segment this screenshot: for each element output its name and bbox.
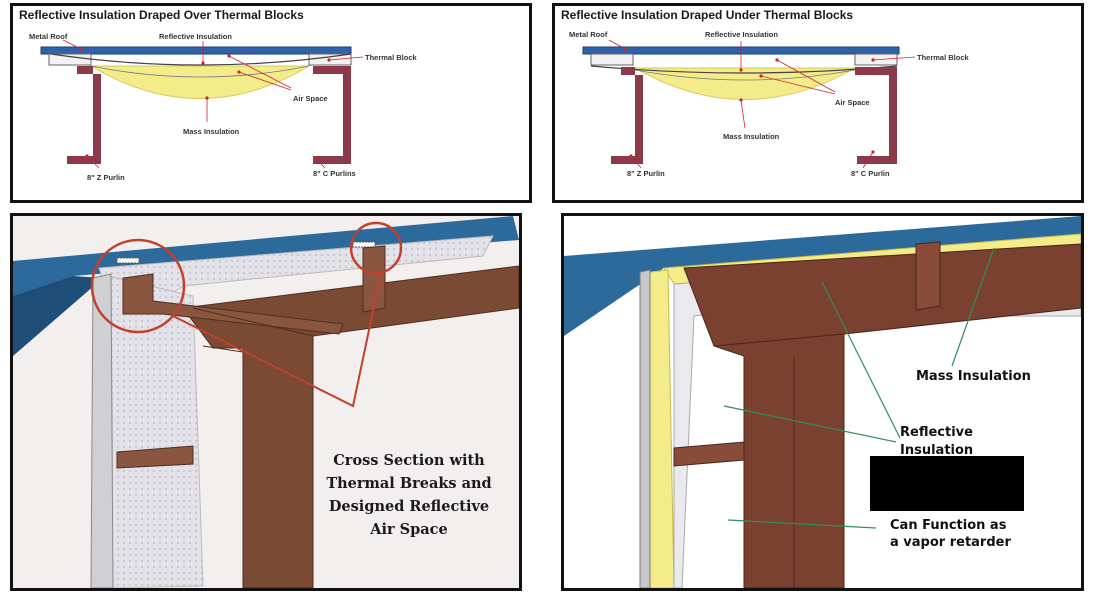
z-purlin — [611, 67, 643, 164]
mass-insulation-wall — [649, 269, 675, 588]
cross-section-thermal-breaks: Cross Section with Thermal Breaks and De… — [10, 213, 522, 591]
roof-edge — [13, 276, 103, 356]
leader-reflective-2 — [723, 405, 897, 443]
cross-section-drawing: Cross Section with Thermal Breaks and De… — [13, 216, 519, 588]
reflective-sheet — [50, 53, 352, 66]
c-purlin — [855, 67, 897, 164]
thermal-break-right — [352, 241, 376, 248]
callout-circle-left — [90, 238, 186, 334]
label-mass-insulation: Mass Insulation — [723, 132, 780, 141]
purlin-web — [915, 241, 941, 311]
label-reflective-2: Insulation — [900, 443, 973, 458]
panel-title: Reflective Insulation Draped Under Therm… — [561, 8, 854, 22]
label-thermal-block: Thermal Block — [365, 53, 418, 62]
label-metal-roof: Metal Roof — [569, 30, 608, 39]
label-z-purlin: 8" Z Purlin — [627, 169, 665, 178]
diagram-over-thermal-blocks: Reflective Insulation Draped Over Therma… — [10, 3, 532, 203]
wall-panel — [639, 269, 651, 588]
under-blocks-drawing: Metal Roof Reflective Insulation Thermal… — [569, 30, 970, 178]
label-c-purlin: 8" C Purlins — [313, 169, 356, 178]
leader-vapor — [727, 519, 877, 529]
redaction-box — [870, 456, 1024, 511]
label-reflective-insulation: Reflective Insulation — [705, 30, 778, 39]
callout-circle-right — [349, 221, 403, 275]
leader-mass — [951, 247, 995, 367]
label-vapor-1: Can Function as — [890, 518, 1007, 533]
purlin-web — [362, 245, 386, 313]
thermal-block-left — [590, 53, 634, 66]
label-air-space: Air Space — [835, 98, 870, 107]
caption-line-2: Thermal Breaks and — [326, 475, 491, 492]
label-reflective-insulation: Reflective Insulation — [159, 32, 232, 41]
label-c-purlin: 8" C Purlin — [851, 169, 890, 178]
label-vapor-2: a vapor retarder — [890, 535, 1011, 550]
steel-rafter-column — [182, 265, 519, 588]
mass-reflective-drawing: Mass Insulation Reflective Insulation Ca… — [564, 216, 1081, 588]
mass-insulation — [89, 65, 311, 99]
caption-line-3: Designed Reflective — [329, 498, 489, 515]
caption-line-1: Cross Section with — [333, 452, 485, 469]
roof-deck — [564, 216, 1081, 336]
eave-strut — [122, 273, 344, 335]
panel-title: Reflective Insulation Draped Over Therma… — [19, 8, 304, 22]
over-blocks-drawing: Metal Roof Reflective Insulation Thermal… — [29, 32, 418, 182]
mass-and-reflective-section: Mass Insulation Reflective Insulation Ca… — [561, 213, 1084, 591]
girt — [673, 441, 745, 467]
callout-leader — [172, 272, 382, 408]
steel-rafter-column — [683, 243, 1081, 588]
label-metal-roof: Metal Roof — [29, 32, 68, 41]
label-reflective-1: Reflective — [900, 425, 973, 440]
wall-panel — [90, 273, 114, 588]
leader-reflective-1 — [821, 281, 901, 439]
c-purlin — [313, 66, 351, 164]
label-thermal-block: Thermal Block — [917, 53, 970, 62]
reflective-sheet-lower — [90, 65, 310, 78]
diagram-under-thermal-blocks: Reflective Insulation Draped Under Therm… — [552, 3, 1084, 203]
label-air-space: Air Space — [293, 94, 328, 103]
mass-insulation — [633, 67, 857, 100]
metal-roof — [40, 46, 352, 55]
label-z-purlin: 8" Z Purlin — [87, 173, 125, 182]
caption-line-4: Air Space — [369, 521, 448, 538]
thermal-break-left — [116, 257, 140, 264]
z-purlin — [67, 66, 101, 164]
thermal-block-left — [48, 53, 92, 66]
reflective-sheet-lower — [634, 69, 856, 81]
label-mass-insulation: Mass Insulation — [183, 127, 240, 136]
girt — [116, 445, 194, 469]
label-mass-insulation: Mass Insulation — [916, 369, 1031, 384]
